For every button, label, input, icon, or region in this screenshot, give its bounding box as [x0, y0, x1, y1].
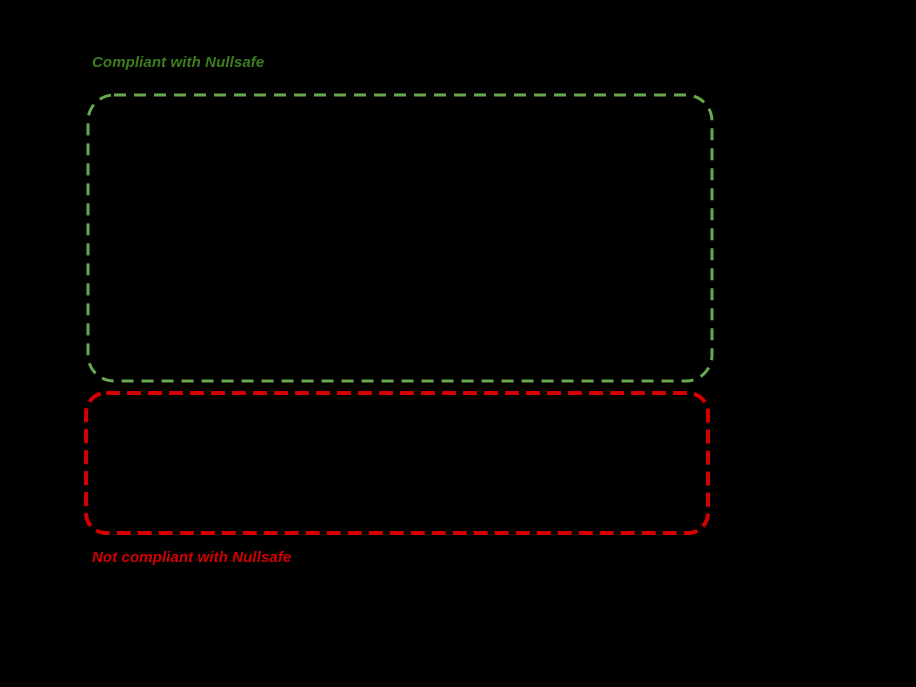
compliant-group-boundary	[86, 93, 714, 383]
not-compliant-group-boundary	[84, 391, 710, 535]
not-compliant-group-label: Not compliant with Nullsafe	[92, 549, 292, 566]
compliant-group-label: Compliant with Nullsafe	[92, 54, 265, 71]
compliant-group-region[interactable]	[88, 95, 712, 381]
not-compliant-group-region[interactable]	[86, 393, 708, 533]
